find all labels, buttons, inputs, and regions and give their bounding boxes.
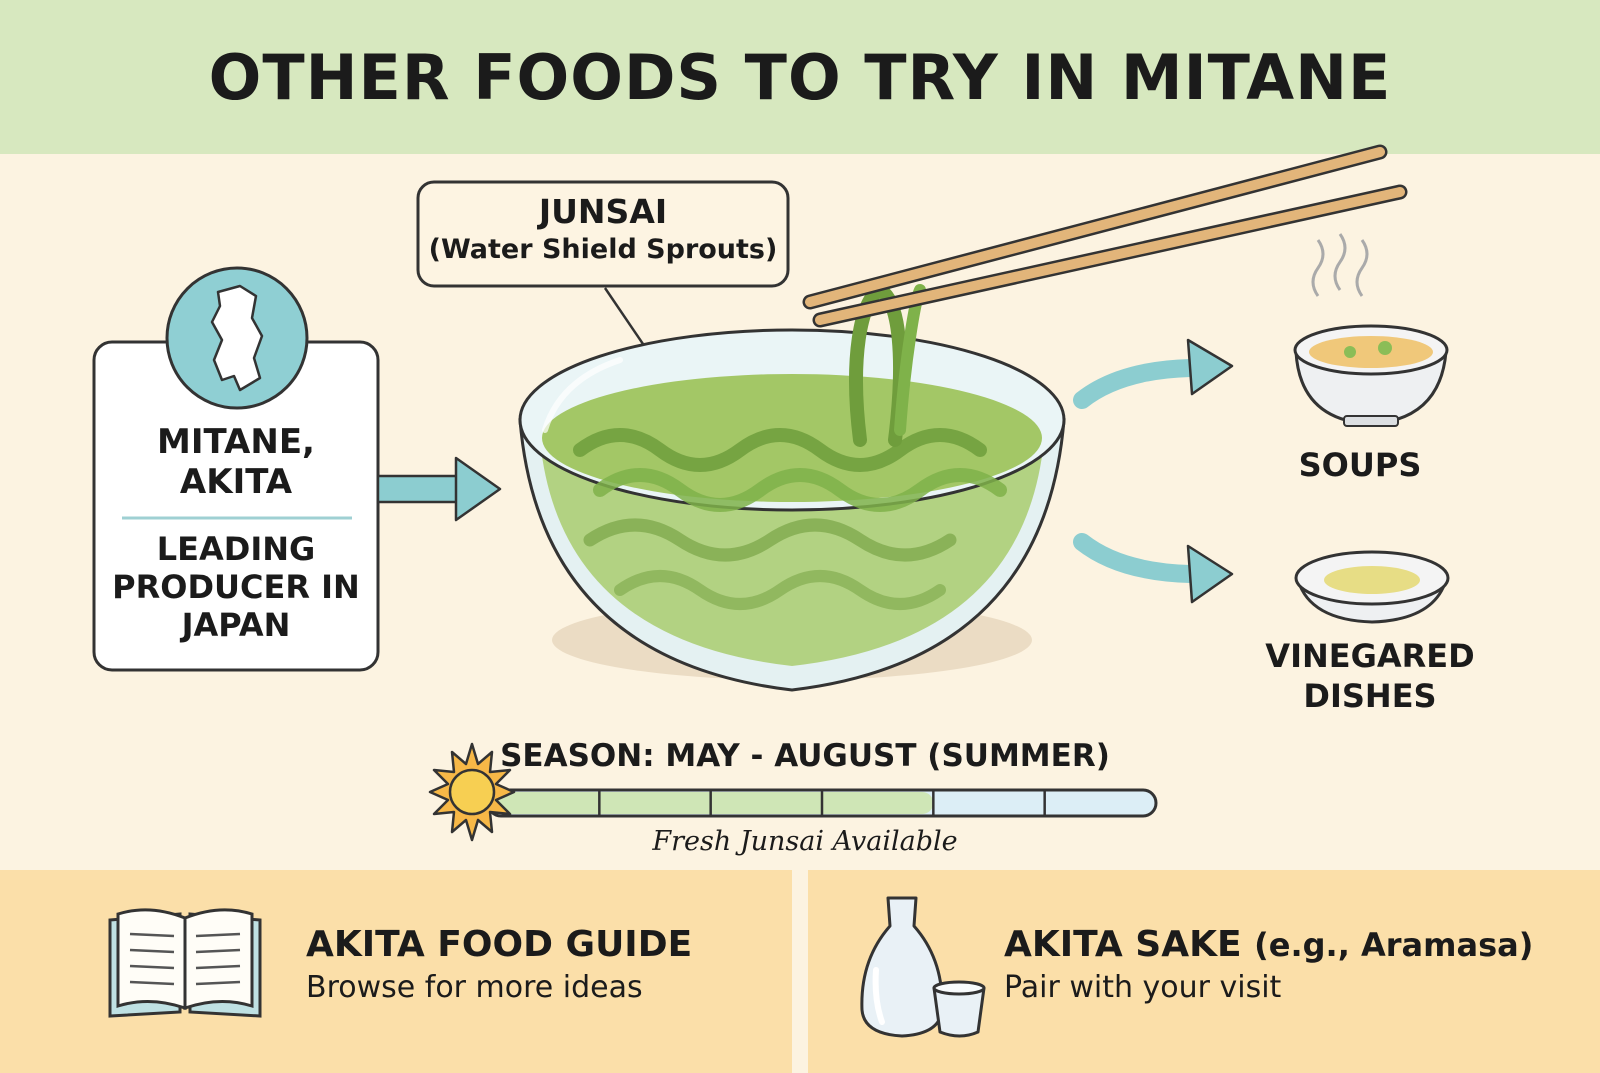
season-note: Fresh Junsai Available — [652, 826, 958, 857]
season-label: SEASON: MAY - AUGUST (SUMMER) — [500, 738, 1110, 774]
footer-food-guide[interactable]: AKITA FOOD GUIDE Browse for more ideas — [0, 870, 792, 1073]
header-banner: OTHER FOODS TO TRY IN MITANE — [0, 0, 1600, 154]
chopsticks-icon — [802, 144, 1408, 328]
location-subtitle: LEADING PRODUCER IN JAPAN — [112, 530, 360, 644]
akita-sake-title: AKITA SAKE (e.g., Aramasa) — [1004, 924, 1533, 965]
akita-sake-subtitle: Pair with your visit — [1004, 970, 1282, 1005]
akita-sake-title-main: AKITA SAKE — [1004, 924, 1242, 965]
akita-sake-title-aside: (e.g., Aramasa) — [1254, 926, 1534, 964]
akita-map-icon — [165, 266, 309, 410]
soup-bowl-icon — [1293, 233, 1449, 427]
vinegar-dish-icon — [1294, 550, 1450, 624]
use-label-soups: SOUPS — [1298, 446, 1422, 484]
location-title: MITANE, AKITA — [157, 422, 315, 502]
junsai-bowl — [518, 282, 1066, 692]
season-timeline — [486, 788, 1158, 818]
sake-bottle-icon — [860, 896, 986, 1038]
arrow-to-soups — [1073, 338, 1234, 409]
footer-akita-sake[interactable]: AKITA SAKE (e.g., Aramasa) Pair with you… — [808, 870, 1600, 1073]
arrow-location-to-bowl — [376, 456, 502, 522]
open-book-icon — [108, 908, 262, 1018]
callout-title: JUNSAI — [538, 192, 668, 231]
food-guide-title: AKITA FOOD GUIDE — [306, 924, 693, 965]
sun-icon — [428, 742, 516, 842]
callout-subtitle: (Water Shield Sprouts) — [428, 234, 778, 265]
page-title: OTHER FOODS TO TRY IN MITANE — [208, 40, 1392, 114]
arrow-to-vinegared — [1073, 533, 1234, 604]
junsai-callout-box — [416, 180, 790, 288]
food-guide-subtitle: Browse for more ideas — [306, 970, 643, 1005]
use-label-vinegared: VINEGARED DISHES — [1265, 637, 1475, 715]
